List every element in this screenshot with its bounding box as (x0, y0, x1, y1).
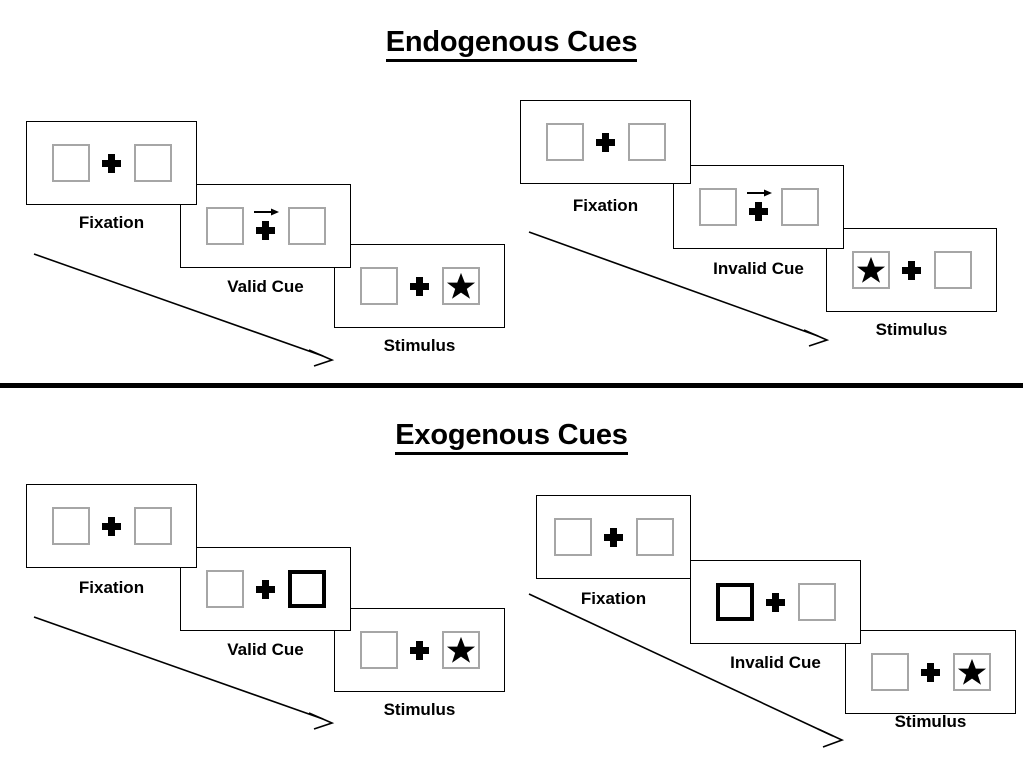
exo-valid-fixation-cross (90, 504, 134, 548)
exogenous-title-text: Exogenous Cues (395, 419, 628, 455)
star-icon (856, 256, 885, 283)
exo-valid-stimulus-right-box[interactable] (441, 631, 480, 669)
endo-invalid-cue-frame[interactable] (673, 165, 844, 249)
exo-valid-cue-right-box-highlighted[interactable] (287, 570, 326, 608)
exo-valid-fixation-left-box[interactable] (51, 507, 90, 545)
endo-invalid-stimulus-frame[interactable] (826, 228, 997, 312)
exo-valid-cue-label: Valid Cue (227, 640, 304, 659)
plus-icon (902, 260, 921, 280)
exo-invalid-cue-left-box-highlighted[interactable] (715, 583, 754, 621)
endo-invalid-cue-left-box[interactable] (698, 188, 737, 226)
exo-valid-cue-center (244, 567, 288, 611)
plus-icon (766, 592, 785, 612)
endo-valid-cue-left-box[interactable] (205, 207, 244, 245)
exo-invalid-stimulus-left-box[interactable] (870, 653, 909, 691)
endo-valid-fixation-right-box[interactable] (133, 144, 172, 182)
plus-icon (410, 276, 429, 296)
endo-invalid-cue-label: Invalid Cue (713, 259, 804, 278)
exo-invalid-cue-frame[interactable] (690, 560, 861, 644)
endo-valid-fixation-cross (90, 141, 134, 185)
endo-valid-stimulus-label: Stimulus (383, 336, 456, 355)
plus-icon (596, 132, 615, 152)
plus-icon (102, 516, 121, 536)
plus-icon (256, 221, 275, 240)
exo-valid-stimulus-label: Stimulus (383, 700, 456, 719)
endo-invalid-fixation-cross (584, 120, 628, 164)
exo-valid-fixation-frame[interactable] (26, 484, 197, 568)
endo-invalid-stimulus-left-box[interactable] (851, 251, 890, 289)
exo-valid-cue-frame[interactable] (180, 547, 351, 631)
exo-invalid-cue-right-box[interactable] (797, 583, 836, 621)
plus-icon (256, 579, 275, 599)
endo-invalid-fixation-right-box[interactable] (627, 123, 666, 161)
exo-invalid-stimulus-label: Stimulus (894, 712, 967, 731)
endo-invalid-stimulus-right-box[interactable] (933, 251, 972, 289)
endo-valid-fixation-label: Fixation (78, 213, 145, 232)
exo-invalid-stimulus-frame[interactable] (845, 630, 1016, 714)
exogenous-section-title: Exogenous Cues (0, 418, 1023, 455)
exo-valid-stimulus-fixation-cross (398, 628, 442, 672)
exo-valid-stimulus-frame[interactable] (334, 608, 505, 692)
exo-invalid-fixation-label: Fixation (580, 589, 647, 608)
endo-valid-fixation-frame[interactable] (26, 121, 197, 205)
endo-valid-cue-frame[interactable] (180, 184, 351, 268)
exo-valid-fixation-right-box[interactable] (133, 507, 172, 545)
exo-invalid-fixation-frame[interactable] (536, 495, 691, 579)
endo-valid-cue-center (244, 204, 288, 248)
section-divider (0, 383, 1023, 388)
star-icon (957, 658, 986, 685)
exo-invalid-cue-center (754, 580, 798, 624)
star-icon (446, 636, 475, 663)
plus-icon (604, 527, 623, 547)
plus-icon (410, 640, 429, 660)
exo-invalid-cue-label: Invalid Cue (730, 653, 821, 672)
endo-valid-stimulus-frame[interactable] (334, 244, 505, 328)
exo-valid-cue-left-box[interactable] (205, 570, 244, 608)
endo-valid-stimulus-right-box[interactable] (441, 267, 480, 305)
endo-invalid-fixation-left-box[interactable] (545, 123, 584, 161)
exo-valid-stimulus-left-box[interactable] (359, 631, 398, 669)
exo-valid-fixation-label: Fixation (78, 578, 145, 597)
endo-invalid-stimulus-label: Stimulus (875, 320, 948, 339)
endo-valid-stimulus-left-box[interactable] (359, 267, 398, 305)
endo-valid-fixation-left-box[interactable] (51, 144, 90, 182)
plus-icon (102, 153, 121, 173)
exo-invalid-fixation-cross (592, 515, 636, 559)
exo-invalid-stimulus-right-box[interactable] (952, 653, 991, 691)
endo-invalid-cue-center (737, 185, 781, 229)
arrow-right-cue-icon (253, 208, 279, 216)
endo-valid-stimulus-fixation-cross (398, 264, 442, 308)
endogenous-section-title: Endogenous Cues (0, 25, 1023, 62)
arrow-right-cue-icon (746, 189, 772, 197)
endo-valid-cue-right-box[interactable] (287, 207, 326, 245)
exo-invalid-fixation-right-box[interactable] (635, 518, 674, 556)
endo-invalid-stimulus-fixation-cross (890, 248, 934, 292)
exo-invalid-stimulus-fixation-cross (909, 650, 953, 694)
endo-invalid-fixation-frame[interactable] (520, 100, 691, 184)
exo-invalid-fixation-left-box[interactable] (553, 518, 592, 556)
plus-icon (749, 202, 768, 221)
star-icon (446, 272, 475, 299)
plus-icon (921, 662, 940, 682)
endo-invalid-fixation-label: Fixation (572, 196, 639, 215)
endogenous-title-text: Endogenous Cues (385, 26, 637, 62)
endo-valid-cue-label: Valid Cue (227, 277, 304, 296)
endo-invalid-cue-right-box[interactable] (780, 188, 819, 226)
